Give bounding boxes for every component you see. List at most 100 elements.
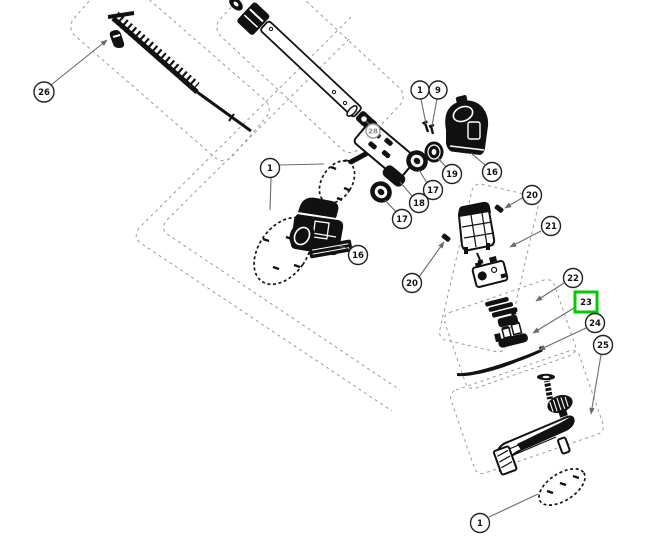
callout-16-right[interactable]: 16 — [470, 152, 503, 183]
callout-bubble[interactable] — [347, 244, 369, 266]
callout-label: 23 — [580, 298, 592, 308]
tube-hole-2 — [342, 100, 348, 106]
leader-line — [437, 157, 447, 168]
callout-25[interactable]: 25 — [589, 334, 614, 415]
callout-bubble[interactable] — [259, 157, 281, 179]
callout-20-left[interactable]: 20 — [401, 241, 445, 294]
leader-line — [504, 197, 523, 209]
flange-bearing-part-17-upper — [406, 150, 428, 172]
callout-bubble[interactable] — [408, 192, 430, 214]
callout-19[interactable]: 19 — [437, 157, 463, 185]
callout-label: 19 — [446, 170, 458, 180]
leader-line — [418, 241, 445, 278]
handle-upper-group-box — [438, 183, 540, 353]
callout-label: 17 — [396, 215, 408, 225]
leader-line — [418, 169, 428, 184]
callout-label: 1 — [417, 86, 423, 96]
callout-1-top[interactable]: 1 — [410, 80, 430, 125]
blade-clip-part-26 — [109, 30, 125, 48]
leader-line — [384, 199, 397, 213]
leader-line — [470, 152, 486, 166]
callout-label: 24 — [589, 319, 601, 329]
leader-line — [589, 354, 602, 415]
callout-bubble[interactable] — [428, 80, 448, 100]
grip-group-box — [450, 349, 604, 475]
callout-bubble[interactable] — [592, 334, 614, 356]
column-rod — [476, 252, 481, 261]
blade-clip-slot — [112, 34, 121, 38]
callout-label: 17 — [427, 186, 439, 196]
callout-17-lower[interactable]: 17 — [384, 199, 413, 230]
callout-20-right[interactable]: 20 — [504, 184, 543, 209]
leader-line — [535, 282, 565, 302]
spring-cylinder-part-18 — [382, 165, 406, 187]
blade-bar — [112, 17, 199, 94]
rear-grip-housing — [492, 415, 575, 476]
cutting-blade-assembly — [107, 11, 252, 133]
callout-bubble[interactable] — [422, 179, 444, 201]
leader-line — [509, 230, 542, 248]
callout-bubble[interactable] — [441, 163, 463, 185]
leader-line — [532, 307, 575, 334]
callout-26[interactable]: 26 — [33, 39, 108, 103]
callout-1-left[interactable]: 1 — [259, 157, 325, 211]
tube-hole-top — [268, 26, 274, 32]
tube-ring-hole — [233, 1, 239, 7]
callout-1-bottom[interactable]: 1 — [469, 493, 539, 534]
callout-28[interactable]: 28 — [365, 120, 381, 139]
callout-18[interactable]: 18 — [399, 181, 430, 214]
fan-clutch-part-19 — [424, 141, 444, 163]
housing-screw-left-part-20 — [441, 233, 451, 242]
callout-bubble[interactable] — [365, 123, 381, 139]
leader-line — [420, 98, 427, 125]
main-group-outline-outer — [135, 16, 393, 412]
callout-24[interactable]: 24 — [538, 312, 606, 351]
blade-tail — [196, 90, 252, 133]
callout-bubble[interactable] — [469, 512, 491, 534]
callout-label: 16 — [486, 168, 498, 178]
switch-group-box — [443, 278, 577, 390]
callout-bubble[interactable] — [481, 161, 503, 183]
leader-line — [338, 245, 351, 250]
callout-23[interactable]: 23 — [532, 290, 599, 334]
callout-label: 22 — [567, 274, 579, 284]
motor-housing-right-part-16 — [445, 95, 489, 157]
callout-22[interactable]: 22 — [535, 267, 584, 302]
callout-label: 26 — [38, 88, 50, 98]
handle-upper-assembly-part-21 — [457, 201, 528, 348]
callout-label: 1 — [267, 164, 273, 174]
callout-label: 28 — [368, 128, 378, 136]
tube-hole-1 — [331, 89, 337, 95]
leader-line — [431, 98, 438, 127]
blade-tip-bar — [107, 11, 135, 19]
callout-17-upper[interactable]: 17 — [418, 169, 444, 201]
callout-label: 16 — [352, 251, 364, 261]
callout-9[interactable]: 9 — [428, 80, 448, 127]
tube-coupler — [237, 2, 270, 35]
callout-bubble[interactable] — [584, 312, 606, 334]
callout-bubble[interactable] — [562, 267, 584, 289]
callout-label: 25 — [597, 341, 609, 351]
motor-housing-left-part-16 — [289, 197, 353, 259]
leader-line — [538, 327, 587, 351]
blade-tail-pin — [228, 113, 235, 122]
highlighted-callout-box[interactable] — [573, 290, 599, 314]
grip-assembly-part-25 — [492, 373, 575, 476]
callout-label: 20 — [406, 279, 418, 289]
callout-bubble[interactable] — [33, 81, 55, 103]
callout-label: 20 — [526, 191, 538, 201]
callout-bubble[interactable] — [391, 208, 413, 230]
callout-bubble[interactable] — [401, 272, 423, 294]
callout-bubble[interactable] — [540, 215, 562, 237]
callout-bubble[interactable] — [521, 184, 543, 206]
lock-knob — [547, 394, 573, 418]
callout-21[interactable]: 21 — [509, 215, 562, 248]
callout-label: 1 — [477, 519, 483, 529]
trigger-switch-part-23 — [494, 321, 528, 348]
callout-16-left[interactable]: 16 — [338, 244, 369, 266]
leader-line — [488, 493, 539, 518]
leader-line — [399, 181, 413, 197]
